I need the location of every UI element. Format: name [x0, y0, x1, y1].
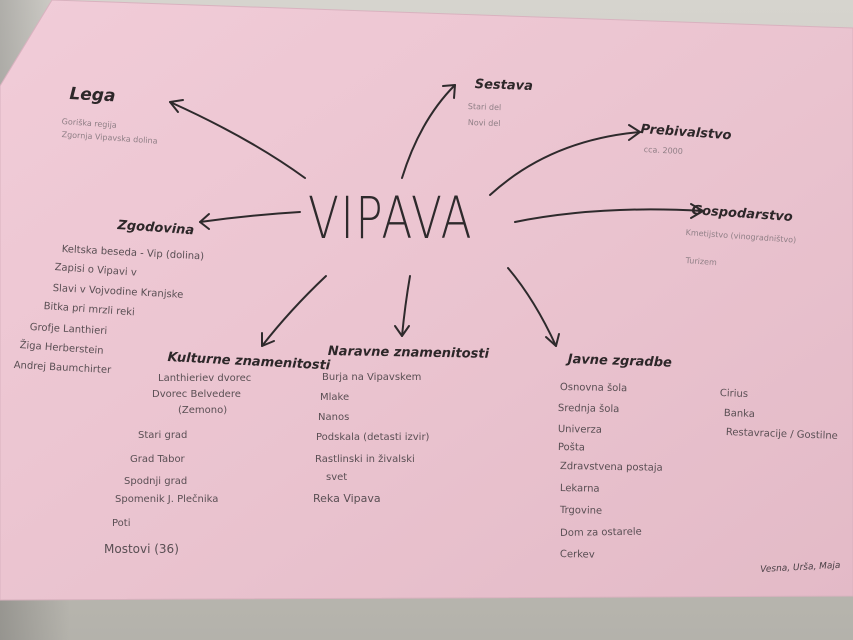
branch-heading-lega: Lega — [68, 84, 116, 107]
kulturne-item: Lanthieriev dvorec — [158, 373, 252, 384]
sestava-item: Novi del — [467, 118, 501, 129]
arrow-to-prebivalstvo — [489, 131, 641, 196]
branch-heading-sestava: Sestava — [474, 77, 534, 95]
sestava-item: Stari del — [467, 102, 502, 113]
naravne-item: Rastlinski in živalski — [315, 454, 415, 465]
kulturne-item: Grad Tabor — [130, 454, 185, 465]
naravne-item: svet — [326, 472, 348, 483]
javne-item: Cerkev — [559, 549, 595, 561]
javne-item: Univerza — [557, 424, 602, 436]
arrowhead-gospodarstvo — [690, 203, 704, 219]
arrowhead-kulturne — [261, 332, 275, 347]
arrow-to-zgodovina — [199, 211, 301, 223]
javne-item: Banka — [723, 408, 756, 421]
arrow-to-kulturne — [261, 275, 327, 347]
kulturne-item: Dvorec Belvedere — [152, 389, 241, 400]
branch-heading-naravne: Naravne znamenitosti — [327, 344, 490, 362]
arrowhead-sestava — [442, 84, 456, 99]
arrow-to-javne — [507, 267, 557, 347]
kulturne-item: Stari grad — [138, 430, 188, 441]
kulturne-item: Spodnji grad — [124, 476, 188, 487]
arrow-to-sestava — [401, 84, 456, 179]
arrow-to-gospodarstvo — [514, 208, 704, 223]
javne-item: Pošta — [557, 442, 586, 454]
naravne-item: Mlake — [320, 392, 350, 403]
javne-item: Srednja šola — [557, 403, 620, 416]
arrow-to-lega — [169, 101, 306, 179]
arrowhead-naravne — [394, 325, 410, 337]
kulturne-item: Mostovi (36) — [104, 542, 179, 556]
javne-item: Osnovna šola — [559, 382, 628, 395]
naravne-item: Burja na Vipavskem — [322, 372, 422, 383]
naravne-item: Nanos — [318, 412, 350, 423]
kulturne-item: Poti — [112, 518, 131, 529]
naravne-item: Podskala (detasti izvir) — [316, 432, 430, 443]
arrowhead-prebivalstvo — [628, 124, 641, 141]
javne-item: Cirius — [719, 388, 749, 400]
kulturne-item: Spomenik J. Plečnika — [115, 494, 219, 505]
javne-item: Dom za ostarele — [560, 526, 642, 539]
kulturne-item: (Zemono) — [178, 405, 228, 416]
javne-item: Zdravstvena postaja — [559, 461, 663, 474]
arrowhead-javne — [545, 333, 560, 347]
javne-item: Trgovine — [559, 505, 603, 517]
javne-item: Lekarna — [559, 483, 600, 495]
arrowhead-lega — [169, 99, 184, 113]
arrowhead-zgodovina — [199, 213, 210, 230]
central-title: VIPAVA — [308, 184, 474, 252]
arrow-to-naravne — [401, 275, 411, 337]
naravne-item: Reka Vipava — [313, 492, 381, 505]
